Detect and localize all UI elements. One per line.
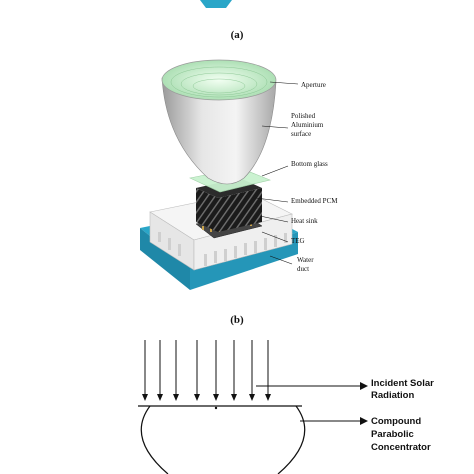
label-water-1: Water [297,256,314,264]
heat-sink-right [193,213,293,271]
label-water-2: duct [297,265,309,273]
panel-label-b: (b) [230,314,244,326]
embedded-pcm-front [196,188,218,232]
label-polished-3: surface [291,130,311,138]
label-aperture: Aperture [301,81,326,89]
incident-ray-arrowhead-3 [173,394,179,401]
incident-ray-arrowhead-5 [213,394,219,401]
assembly-a: Aperture Polished Aluminium surface Bott… [140,59,338,290]
cpc-right-wall [277,405,306,474]
callout-lines-a [255,81,299,265]
embedded-pcm-right [218,188,262,232]
label-polished-1: Polished [291,112,316,120]
incident-ray-arrowhead-2 [157,394,163,401]
incident-ray-arrowhead-8 [265,394,271,401]
cpc-callout-arrow [360,417,368,425]
label-teg: TEG [291,237,305,245]
label-cpc-1: Compound [371,416,421,427]
focus-dot [214,406,218,410]
label-cpc-3: Concentrator [371,442,431,453]
reflector-body [161,77,277,185]
incident-ray-arrowhead-4 [194,394,200,401]
cpc-left-wall [140,405,169,474]
heat-sink-fins [158,232,287,266]
incident-ray-arrowhead-1 [142,394,148,401]
aperture-ellipse [161,59,277,101]
label-bottom-glass: Bottom glass [291,160,328,168]
incident-callout-arrow [360,382,368,390]
aperture-rings [170,66,268,98]
label-polished-2: Aluminium [291,121,324,129]
label-cpc-2: Parabolic [371,429,414,440]
cropped-water-duct-top [200,0,232,8]
label-incident-1: Incident Solar [371,378,434,389]
label-embedded-pcm: Embedded PCM [291,197,338,205]
incident-rays [142,340,271,401]
incident-ray-arrowhead-6 [231,394,237,401]
panel-label-a: (a) [231,29,244,41]
incident-ray-arrowhead-7 [249,394,255,401]
label-heat-sink: Heat sink [291,217,318,225]
label-incident-2: Radiation [371,390,414,401]
schematic-b: Incident Solar Radiation Compound Parabo… [138,340,434,474]
